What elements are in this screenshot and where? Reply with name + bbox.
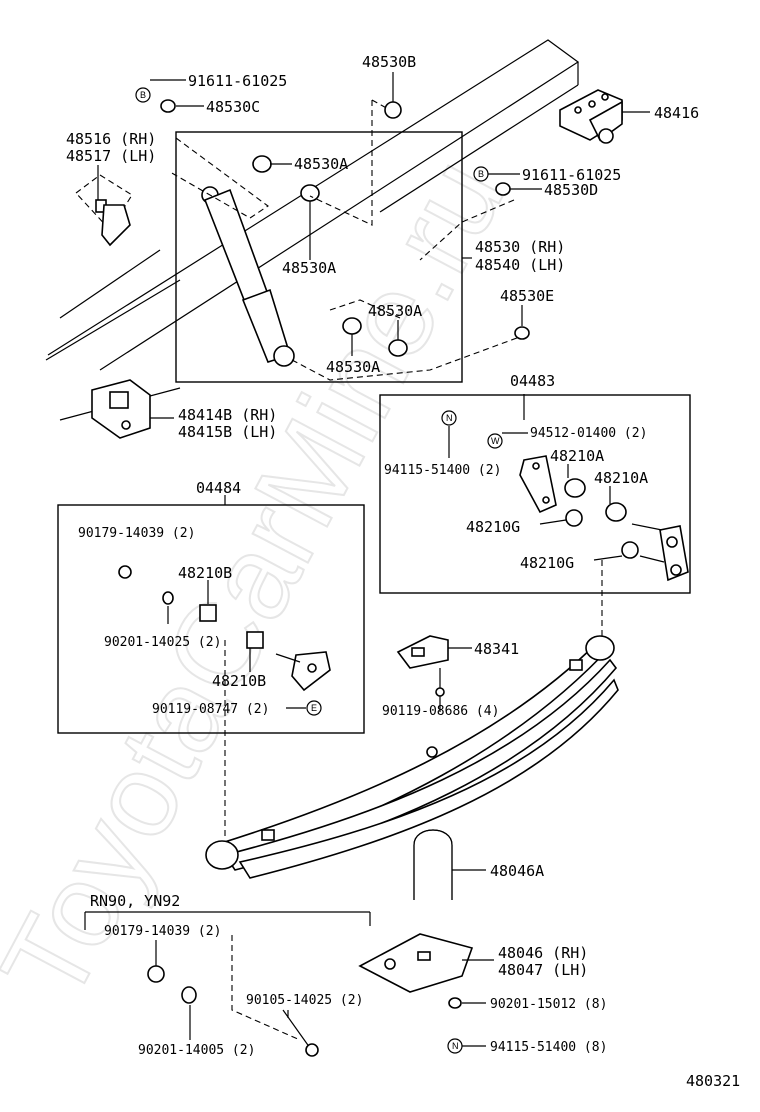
label-48517: 48517 (LH) [66,147,156,165]
bushing-48530a-low2 [388,339,408,357]
label-48530c: 48530C [206,98,260,116]
spring-pad-48341 [396,635,449,697]
label-90179-box: 90179-14039 (2) [78,526,195,541]
nut-48530b [384,101,402,119]
svg-text:W: W [491,436,500,446]
label-48210b-2: 48210B [212,672,266,690]
label-94512: 94512-01400 (2) [530,426,647,441]
nut-48530e [514,326,530,340]
shackle-bushings [564,478,639,559]
label-48341: 48341 [474,640,519,658]
diagram-id: 480321 [686,1072,740,1090]
label-04483: 04483 [510,372,555,390]
label-04484: 04484 [196,479,241,497]
label-94115-bottom: 94115-51400 (8) [490,1040,607,1055]
label-48530: 48530 (RH) [475,238,565,256]
label-48530a-1: 48530A [294,155,348,173]
marker-n-bottom: N [447,1038,463,1054]
watermark: ToyotaCarMine.ru [0,138,530,1022]
svg-text:E: E [311,703,317,713]
label-48046a: 48046A [490,862,544,880]
nut-48530d [495,182,511,196]
label-rn90: RN90, YN92 [90,892,180,910]
leader-lines-mid [439,647,472,712]
leaf-spring [205,635,619,879]
svg-text:N: N [446,413,453,423]
shackle-bolt-plate [631,523,689,582]
label-90119-08686: 90119-08686 (4) [382,704,499,719]
label-48047: 48047 (LH) [498,961,588,979]
lower-fasteners [448,997,486,1047]
bracket-48414b [91,379,151,439]
label-48530d: 48530D [544,181,598,199]
label-48210g-1: 48210G [466,518,520,536]
label-90119-08747: 90119-08747 (2) [152,702,269,717]
u-bolt-48046a [413,829,486,900]
label-48210g-2: 48210G [520,554,574,572]
marker-e: E [306,700,322,716]
bushing-48530a-upper [252,155,272,173]
bushing-48530a-mid [300,184,320,202]
marker-b-right: B [473,166,489,182]
label-48530a-3: 48530A [368,302,422,320]
label-48046: 48046 (RH) [498,944,588,962]
label-48530b: 48530B [362,53,416,71]
label-91611-top: 91611-61025 [188,72,287,90]
label-48530a-2: 48530A [282,259,336,277]
kit-04483-box [379,394,691,594]
bracket-48516 [75,174,133,247]
marker-b-top: B [135,87,151,103]
marker-w: W [487,433,503,449]
kit-04484-box [57,504,365,734]
svg-text:N: N [452,1041,459,1051]
bushing-48530a-low1 [342,317,362,335]
leader-lines-04483 [448,394,623,561]
marker-n-box: N [441,410,457,426]
shackle-plate [519,455,557,514]
label-48540: 48540 (LH) [475,256,565,274]
label-48414b: 48414B (RH) [178,406,277,424]
shock-absorber-group-box [175,131,463,383]
label-90201-14025: 90201-14025 (2) [104,635,221,650]
svg-text:B: B [140,90,146,100]
label-48516: 48516 (RH) [66,130,156,148]
leader-lines-upper [97,72,650,419]
label-48210a-1: 48210A [550,447,604,465]
label-48415b: 48415B (LH) [178,423,277,441]
bracket-48416 [559,89,623,144]
leader-lines-04484 [167,495,306,709]
nut-48530c [160,99,176,113]
svg-text:B: B [478,169,484,179]
label-90201-15012: 90201-15012 (8) [490,997,607,1012]
label-48210a-2: 48210A [594,469,648,487]
label-90201-14005: 90201-14005 (2) [138,1043,255,1058]
label-48530e: 48530E [500,287,554,305]
label-90179-bottom: 90179-14039 (2) [104,924,221,939]
spring-seat-48046 [358,933,494,993]
label-48416: 48416 [654,104,699,122]
shock-absorber [201,186,295,367]
label-94115-box: 94115-51400 (2) [384,463,501,478]
rn90-section [84,911,371,1057]
kit-04484-parts [118,565,331,692]
label-91611-right: 91611-61025 [522,166,621,184]
label-48210b-1: 48210B [178,564,232,582]
label-48530a-4: 48530A [326,358,380,376]
label-90105: 90105-14025 (2) [246,993,363,1008]
